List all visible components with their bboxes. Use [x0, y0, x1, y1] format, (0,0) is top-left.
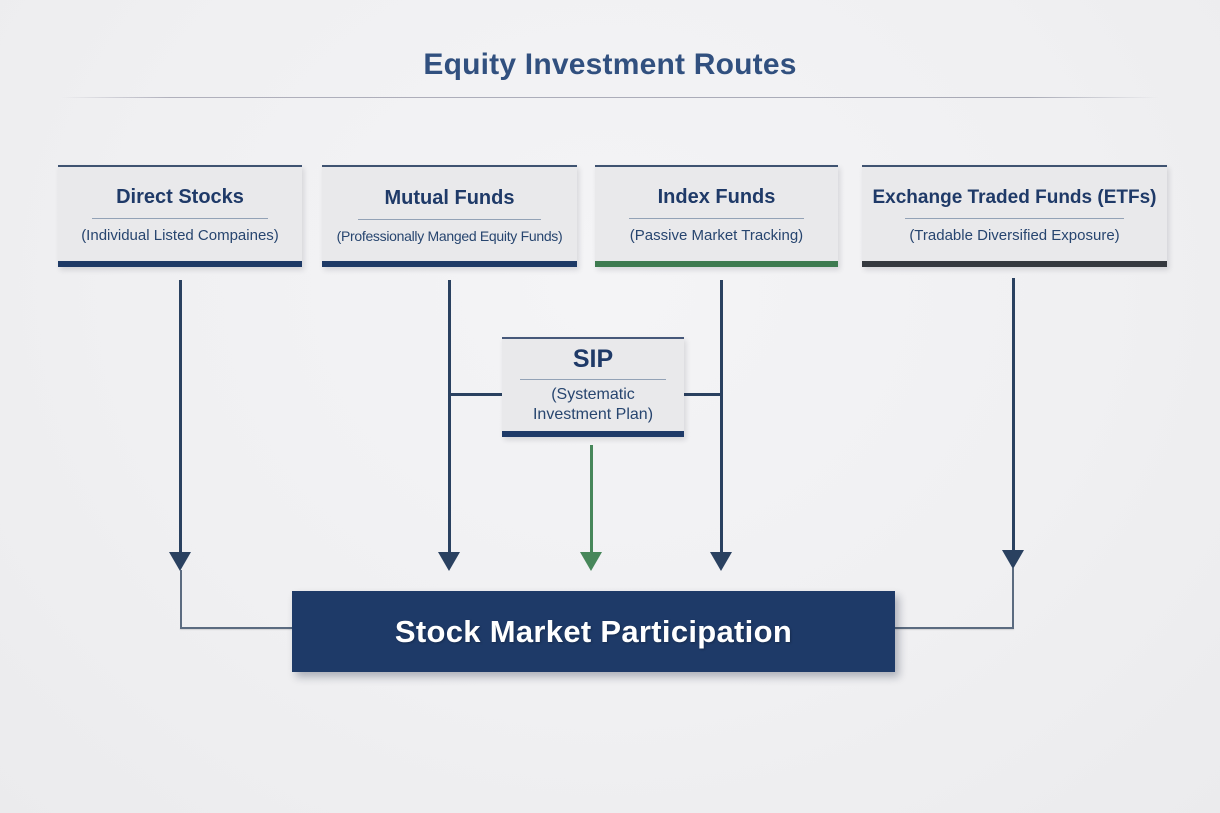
destination-box: Stock Market Participation: [292, 591, 895, 672]
sip-subtitle: (Systematic Investment Plan): [532, 386, 654, 423]
route-subtitle: (Passive Market Tracking): [629, 227, 804, 244]
box-divider: [904, 217, 1125, 219]
sip-connector-right: [683, 393, 723, 396]
sip-box: SIP (Systematic Investment Plan): [502, 337, 684, 437]
box-divider: [629, 218, 804, 219]
sip-connector-left: [450, 393, 503, 396]
route-title: Mutual Funds: [384, 186, 515, 209]
route-box-etfs: Exchange Traded Funds (ETFs) (Tradable D…: [862, 165, 1167, 267]
route-box-direct-stocks: Direct Stocks (Individual Listed Compain…: [58, 165, 302, 267]
elbow-connector-left-horizontal: [180, 627, 292, 629]
arrow-etfs: [1012, 278, 1015, 550]
arrow-sip: [590, 445, 593, 552]
arrowhead-index-funds: [710, 552, 732, 571]
route-title: Exchange Traded Funds (ETFs): [872, 186, 1157, 208]
elbow-connector-right-vertical: [1012, 568, 1014, 629]
arrowhead-sip: [580, 552, 602, 571]
title-divider: [60, 97, 1160, 98]
arrow-mutual-funds: [448, 280, 451, 552]
arrowhead-mutual-funds: [438, 552, 460, 571]
destination-label: Stock Market Participation: [394, 613, 793, 649]
route-title: Direct Stocks: [116, 186, 244, 208]
elbow-connector-left-vertical: [180, 570, 182, 629]
route-box-mutual-funds: Mutual Funds (Professionally Manged Equi…: [322, 165, 577, 267]
page-title: Equity Investment Routes: [423, 48, 797, 81]
route-subtitle: (Individual Listed Compaines): [81, 227, 279, 244]
route-subtitle: (Tradable Diversified Exposure): [909, 226, 1120, 244]
arrow-direct-stocks: [179, 280, 182, 552]
box-divider: [520, 379, 666, 380]
route-subtitle: (Professionally Manged Equity Funds): [336, 227, 563, 244]
arrowhead-etfs: [1002, 550, 1024, 569]
sip-title: SIP: [572, 345, 614, 373]
arrow-index-funds: [720, 280, 723, 552]
route-box-index-funds: Index Funds (Passive Market Tracking): [595, 165, 838, 267]
route-title: Index Funds: [657, 186, 776, 208]
arrowhead-direct-stocks: [169, 552, 191, 571]
box-divider: [92, 218, 268, 219]
elbow-connector-right-horizontal: [895, 627, 1014, 629]
box-divider: [357, 218, 542, 220]
